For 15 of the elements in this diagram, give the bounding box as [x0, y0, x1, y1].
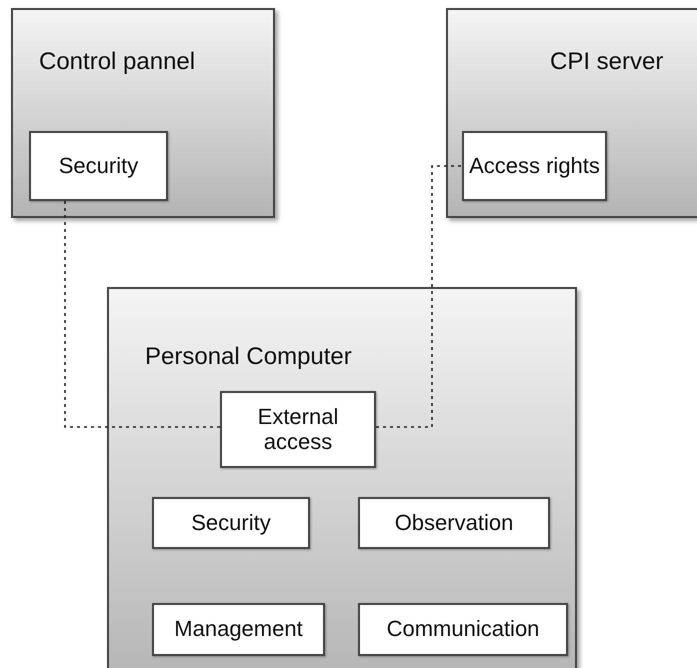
- component-box: Security: [29, 131, 168, 201]
- component-box: External access: [220, 391, 376, 468]
- container-box: [446, 8, 697, 218]
- box-title: Control pannel: [39, 48, 196, 76]
- box-title: CPI server: [550, 48, 664, 76]
- container-box: [107, 287, 577, 668]
- component-box: Observation: [358, 497, 550, 549]
- container-box: [11, 8, 275, 218]
- dashed-connector: [64, 201, 220, 428]
- component-box: Communication: [358, 603, 568, 656]
- dashed-connector: [376, 165, 462, 428]
- component-box: Security: [152, 497, 310, 549]
- component-box: Access rights: [462, 131, 607, 201]
- box-title: Personal Computer: [145, 343, 352, 371]
- component-box: Management: [152, 603, 325, 656]
